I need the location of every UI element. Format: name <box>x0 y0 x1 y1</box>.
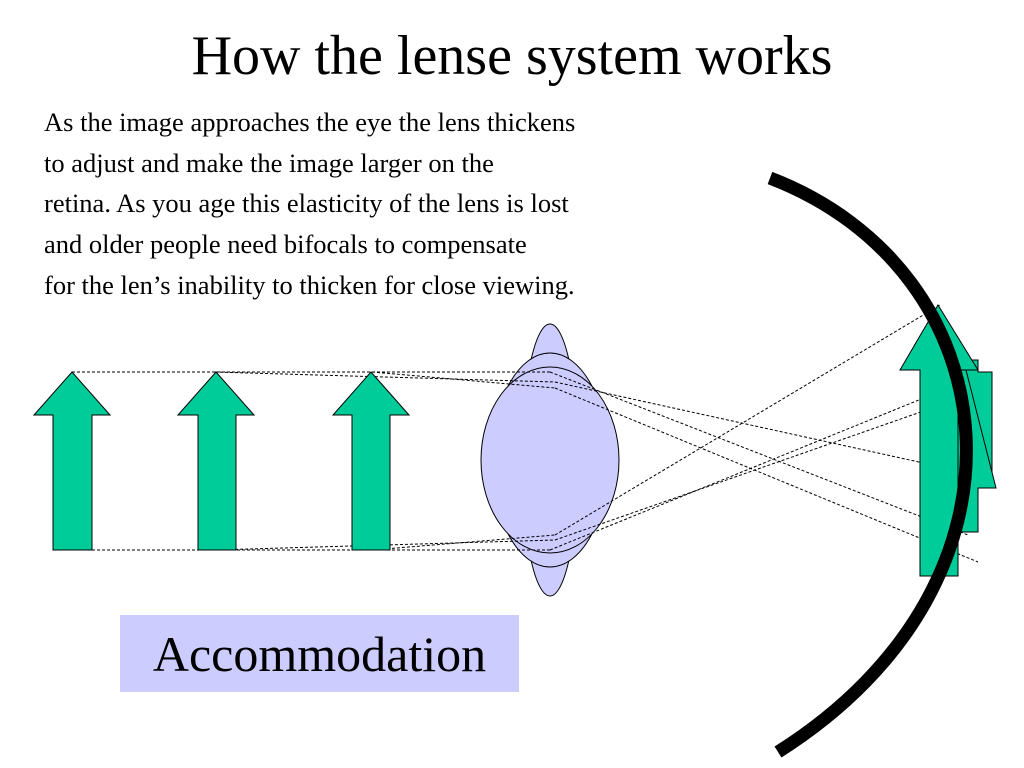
description-line: As the image approaches the eye the lens… <box>44 107 576 137</box>
ray <box>554 381 979 476</box>
accommodation-label: Accommodation <box>120 615 519 692</box>
object-arrows <box>32 371 411 551</box>
description: As the image approaches the eye the lens… <box>44 102 764 306</box>
description-line: for the len’s inability to thicken for c… <box>44 269 575 300</box>
retina-arc <box>767 171 973 758</box>
ray <box>214 371 556 383</box>
ray <box>371 371 556 389</box>
thick-lens <box>480 366 620 554</box>
ray <box>371 534 556 551</box>
description-line: to adjust and make the image larger on t… <box>44 147 494 178</box>
ray <box>554 399 956 541</box>
light-rays <box>72 304 979 563</box>
description-line: retina. As you age this elasticity of th… <box>44 188 569 219</box>
object-arrow-middle <box>176 371 256 551</box>
slide-title: How the lense system works <box>191 25 833 87</box>
ray <box>554 387 979 563</box>
object-arrow-far <box>32 371 112 551</box>
ray <box>549 379 969 551</box>
accommodation-label-text: Accommodation <box>152 625 487 682</box>
object-arrow-near <box>331 371 411 551</box>
description-line: and older people need bifocals to compen… <box>44 229 527 260</box>
